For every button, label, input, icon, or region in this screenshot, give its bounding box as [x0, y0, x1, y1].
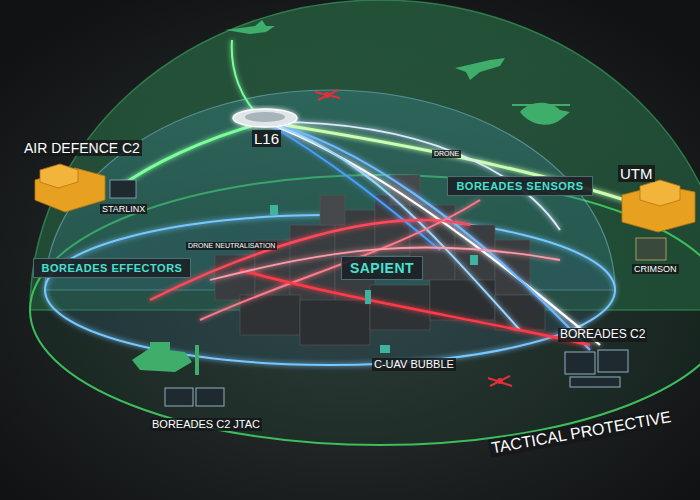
city-buildings-part [495, 240, 530, 295]
c2-consoles-part [570, 377, 620, 387]
aircraft-part [455, 58, 505, 80]
zone-label: C-UAV BUBBLE [372, 358, 456, 371]
panel-title: BOREADES SENSORS [456, 180, 583, 192]
system-label: AIR DEFENCE C2 [22, 140, 142, 156]
system-label: UTM [618, 165, 655, 182]
system-label: CRIMSON [632, 264, 679, 274]
c2-consoles [165, 350, 628, 406]
link-label: L16 [252, 130, 281, 147]
ground-units-part [365, 290, 371, 304]
utm-building-part [640, 180, 680, 206]
panel-caption: DRONE [432, 150, 461, 158]
system-label: BOREADES C2 [558, 328, 647, 342]
panel-box: BOREADES SENSORS [447, 176, 592, 196]
city-buildings-part [300, 300, 370, 345]
ground-units [270, 205, 478, 353]
system-label: BOREADES C2 JTAC [150, 418, 262, 431]
panel-caption: DRONE NEUTRALISATION [186, 242, 277, 250]
drones-part [497, 378, 503, 384]
l16-disc-part [245, 112, 285, 122]
drones [315, 90, 512, 386]
city-buildings-part [320, 195, 345, 225]
panel-box: SAPIENT [341, 256, 423, 280]
city-buildings-part [495, 295, 545, 330]
c2-consoles-part [165, 388, 193, 406]
system-label: STARLINX [100, 204, 147, 214]
utm-building [622, 180, 695, 260]
c2-consoles-part [196, 388, 224, 406]
c2-consoles-part [598, 350, 628, 372]
l16-disc-part [233, 109, 297, 127]
armoured-vehicle-part [195, 345, 199, 375]
green-dome [30, 0, 700, 445]
network-beams-part [200, 200, 480, 320]
drones-part [324, 92, 330, 98]
ground-units-part [380, 345, 390, 353]
ground-units-part [470, 255, 478, 265]
network-beams-part [240, 270, 590, 345]
armoured-vehicle-part [150, 342, 170, 350]
city-buildings-part [240, 295, 300, 335]
air-defence-building-part [110, 180, 136, 198]
utm-building-part [636, 238, 666, 260]
drones-part [315, 90, 340, 100]
air-defence-building-part [40, 164, 78, 188]
network-beams-part [265, 122, 440, 250]
panel-title: BOREADES EFFECTORS [42, 262, 183, 274]
armoured-vehicle [132, 342, 199, 375]
ground-units-part [270, 205, 278, 215]
armoured-vehicle-part [132, 348, 192, 372]
aircraft-part [512, 104, 570, 106]
network-beams [118, 40, 640, 350]
l16-disc [233, 109, 297, 127]
aircraft-part [225, 20, 275, 34]
aircraft-part [520, 103, 570, 125]
network-beams-part [265, 122, 520, 330]
drones-part [488, 376, 512, 386]
aircraft [225, 20, 570, 125]
panel-box: BOREADES EFFECTORS [33, 258, 192, 278]
network-beams-part [265, 122, 640, 205]
network-beams-part [210, 247, 560, 280]
c2-consoles-part [565, 352, 595, 374]
panel-title: SAPIENT [350, 260, 414, 276]
